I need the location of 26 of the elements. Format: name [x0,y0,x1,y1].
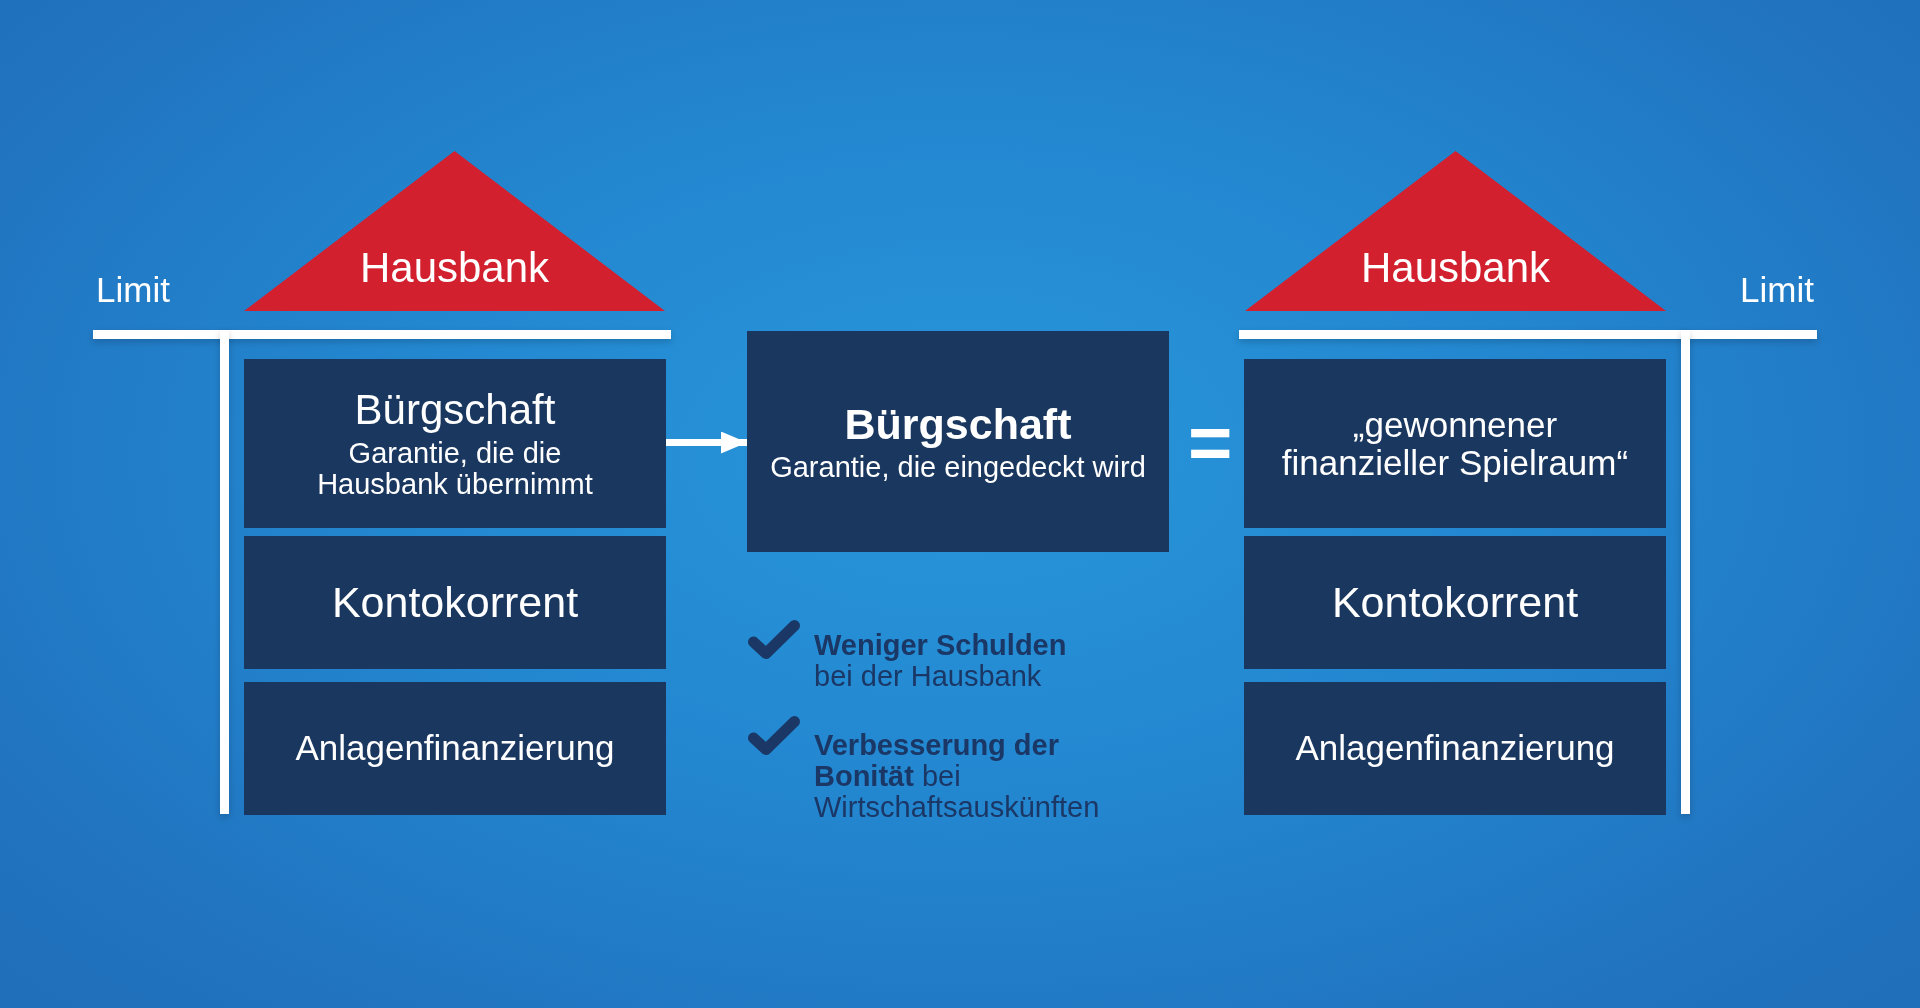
benefit-text: Weniger Schulden bei der Hausbank [814,630,1068,692]
roof-triangle [244,151,665,311]
box-label: „gewonnener finanzieller Spielraum“ [1280,405,1630,482]
info-box [244,536,666,669]
box-text: Garantie, die eingedeckt wird [770,452,1146,483]
box-label: Kontokorrent [1331,578,1579,627]
info-box [1244,682,1666,815]
info-box [747,331,1169,552]
box-label: Kontokorrent [331,578,579,627]
roof-label: Hausbank [359,244,550,291]
roof-triangle [1245,151,1666,311]
info-box [244,682,666,815]
info-box [1244,536,1666,669]
roof-label: Hausbank [1360,244,1551,291]
arrow [666,431,747,454]
info-box [244,359,666,528]
box-label: Anlagenfinanzierung [295,729,615,768]
limit-label: Limit [1740,270,1814,310]
equals-sign: = [1188,428,1233,458]
box-text: Garantie, die die Hausbank übernimmt [316,437,594,500]
limit-label: Limit [96,270,170,310]
box-title: Bürgschaft [844,400,1072,449]
box-label: Anlagenfinanzierung [1295,729,1615,768]
benefit-text: Verbesserung der Bonität bei Wirtschaftsauskünften [814,730,1101,823]
box-title: Bürgschaft [354,387,556,434]
info-box [1244,359,1666,528]
